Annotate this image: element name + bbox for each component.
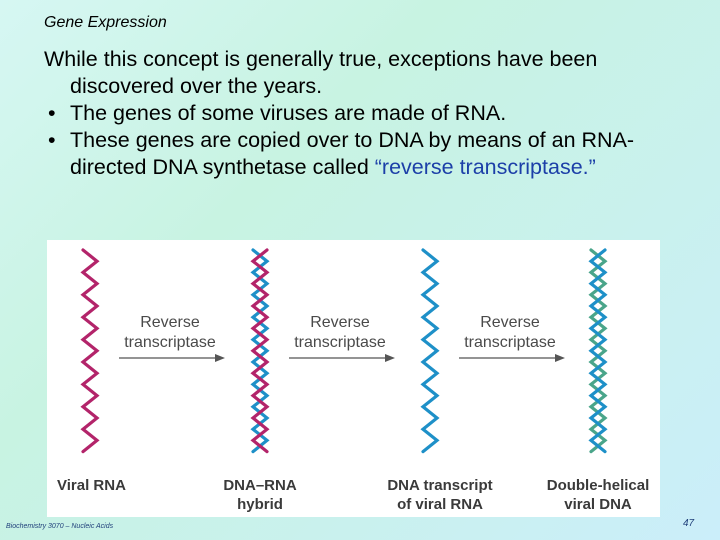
arrow-3-label-line1: Reverse	[480, 314, 540, 331]
label-viral-rna: Viral RNA	[57, 477, 126, 494]
label-dna-rna-hybrid-line2: hybrid	[237, 496, 283, 513]
reverse-transcription-diagram: Reverse transcriptase Reverse transcript…	[57, 248, 650, 513]
label-double-helical-dna-line2: viral DNA	[564, 496, 632, 513]
label-dna-transcript-line1: DNA transcript	[387, 477, 492, 494]
double-helix-strand-a	[588, 248, 608, 454]
viral-rna-strand	[80, 248, 100, 454]
arrow-1-label-line1: Reverse	[140, 314, 200, 331]
label-dna-rna-hybrid-line1: DNA–RNA	[223, 477, 297, 494]
hybrid-rna-strand	[250, 248, 270, 454]
bullet-marker: •	[48, 101, 56, 125]
intro-paragraph: While this concept is generally true, ex…	[44, 47, 598, 98]
bullet-text: The genes of some viruses are made of RN…	[70, 101, 507, 125]
right-arrow-icon	[459, 354, 565, 362]
label-double-helical-dna-line1: Double-helical	[547, 477, 650, 494]
bullet-text: These genes are copied over to DNA by me…	[70, 127, 684, 181]
arrow-2-label-line1: Reverse	[310, 314, 370, 331]
right-arrow-icon	[119, 354, 225, 362]
arrow-2-label-line2: transcriptase	[294, 334, 386, 351]
page-number: 47	[683, 518, 695, 529]
dna-transcript-strand	[420, 248, 440, 454]
hybrid-dna-strand	[250, 248, 270, 454]
footer-course-label: Biochemistry 3070 – Nucleic Acids	[6, 523, 114, 530]
slide-title: Gene Expression	[44, 14, 167, 31]
reverse-transcription-figure: Reverse transcriptase Reverse transcript…	[47, 240, 660, 517]
arrow-3-label-line2: transcriptase	[464, 334, 556, 351]
bullet-marker: •	[48, 128, 56, 152]
double-helix-strand-b	[588, 248, 608, 454]
body-text: While this concept is generally true, ex…	[44, 46, 684, 181]
reverse-transcriptase-highlight: “reverse transcriptase.”	[374, 155, 596, 179]
bullet-text-start: These genes are copied over to DNA by me…	[70, 128, 635, 179]
bullet-item: • The genes of some viruses are made of …	[44, 100, 684, 127]
bullet-item: • These genes are copied over to DNA by …	[44, 127, 684, 181]
right-arrow-icon	[289, 354, 395, 362]
label-dna-transcript-line2: of viral RNA	[397, 496, 483, 513]
arrow-1-label-line2: transcriptase	[124, 334, 216, 351]
